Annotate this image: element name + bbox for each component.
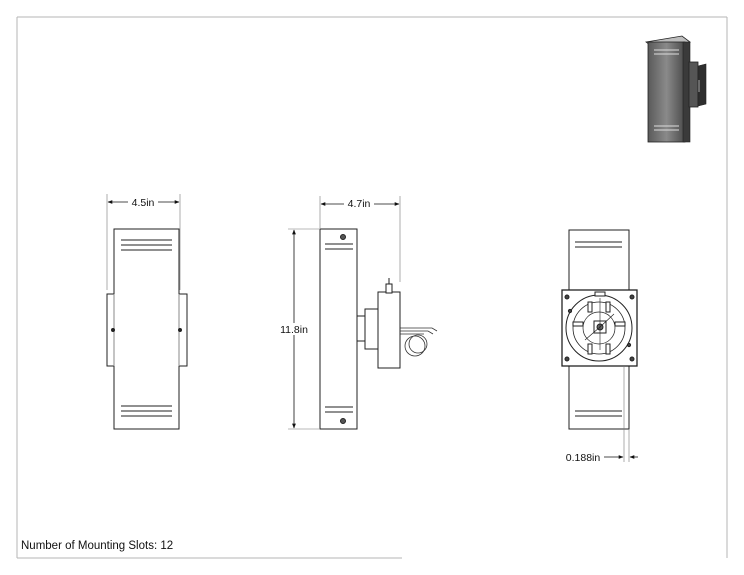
side-depth-label: 4.7in <box>348 198 371 210</box>
front-width-label: 4.5in <box>132 197 155 209</box>
front-view <box>106 194 188 430</box>
side-height-label: 11.8in <box>280 324 308 336</box>
iso-thumbnail <box>645 35 707 143</box>
back-view <box>561 229 638 462</box>
back-offset-label: 0.188in <box>566 452 601 464</box>
sheet-border <box>16 16 728 559</box>
mounting-slots-note: Number of Mounting Slots: 12 <box>21 540 174 552</box>
side-view <box>277 196 438 430</box>
